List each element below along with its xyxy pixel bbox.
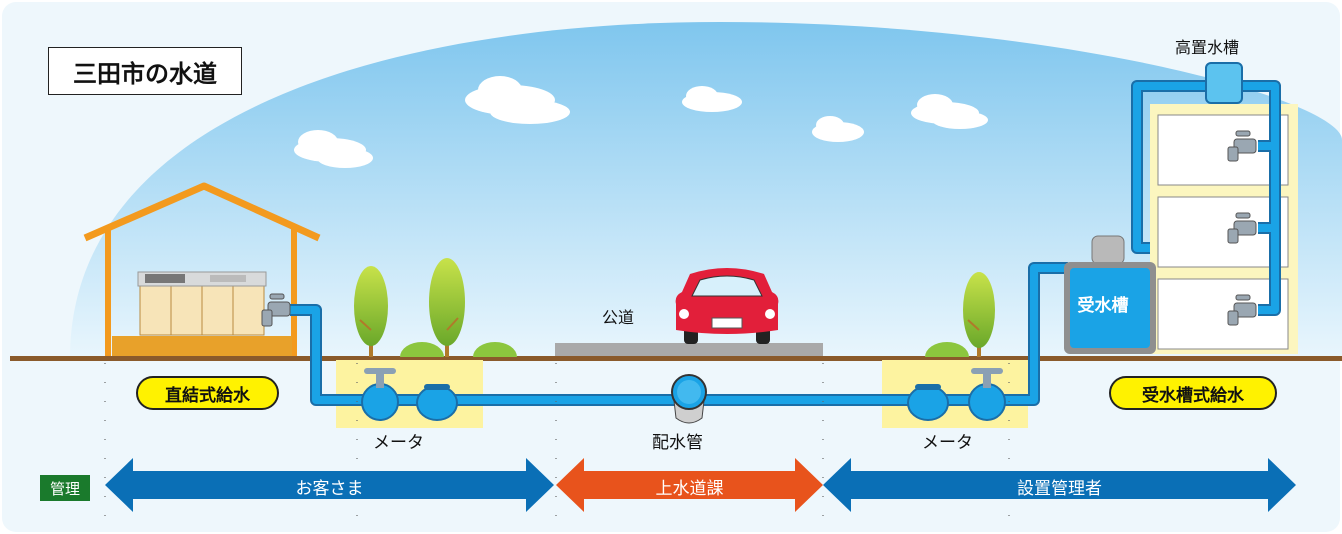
faucet-icon bbox=[1227, 294, 1257, 326]
customer-label: お客さま bbox=[295, 479, 364, 499]
faucet-icon bbox=[261, 293, 291, 327]
meter-label-left: メータ bbox=[373, 433, 424, 453]
bush bbox=[925, 342, 969, 357]
ground-line bbox=[10, 356, 1342, 361]
bush bbox=[473, 342, 517, 357]
faucet-icon bbox=[1227, 212, 1257, 244]
direct-supply-badge: 直結式給水 bbox=[136, 376, 279, 410]
elevated-tank-label: 高置水槽 bbox=[1175, 38, 1240, 57]
installer-manager-label: 設置管理者 bbox=[1017, 479, 1102, 499]
meter-icon bbox=[907, 384, 949, 421]
distribution-pipe-label: 配水管 bbox=[652, 433, 703, 453]
valve-icon bbox=[968, 368, 1006, 421]
public-road-label: 公道 bbox=[602, 308, 635, 327]
water-department-label: 上水道課 bbox=[655, 479, 724, 499]
customer-arrow bbox=[105, 458, 554, 512]
valve-icon bbox=[361, 368, 399, 421]
water-department-arrow bbox=[556, 458, 823, 512]
receiving-tank-label: 受水槽 bbox=[1077, 296, 1129, 316]
cloud-icon bbox=[812, 116, 864, 142]
house bbox=[83, 182, 321, 358]
distribution-pipe bbox=[671, 374, 707, 424]
tank-supply-badge: 受水槽式給水 bbox=[1109, 376, 1277, 410]
cloud-icon bbox=[682, 86, 742, 112]
bush bbox=[400, 342, 444, 357]
installer-manager-arrow bbox=[823, 458, 1296, 512]
faucet-icon bbox=[1227, 130, 1257, 162]
public-road bbox=[555, 343, 823, 359]
meter-label-right: メータ bbox=[922, 433, 973, 453]
tree-icon bbox=[963, 272, 995, 357]
sky-dome bbox=[70, 22, 1342, 358]
car-icon bbox=[675, 268, 779, 344]
tree-icon bbox=[429, 258, 465, 357]
management-badge: 管理 bbox=[40, 475, 90, 501]
cloud-icon bbox=[465, 76, 570, 124]
cloud-icon bbox=[911, 94, 988, 129]
meter-icon bbox=[416, 384, 458, 421]
elevated-tank bbox=[1205, 62, 1243, 104]
page-title: 三田市の水道 bbox=[48, 47, 242, 95]
tree-icon bbox=[354, 266, 388, 357]
receiving-tank bbox=[1064, 235, 1156, 354]
cloud-icon bbox=[294, 130, 373, 168]
